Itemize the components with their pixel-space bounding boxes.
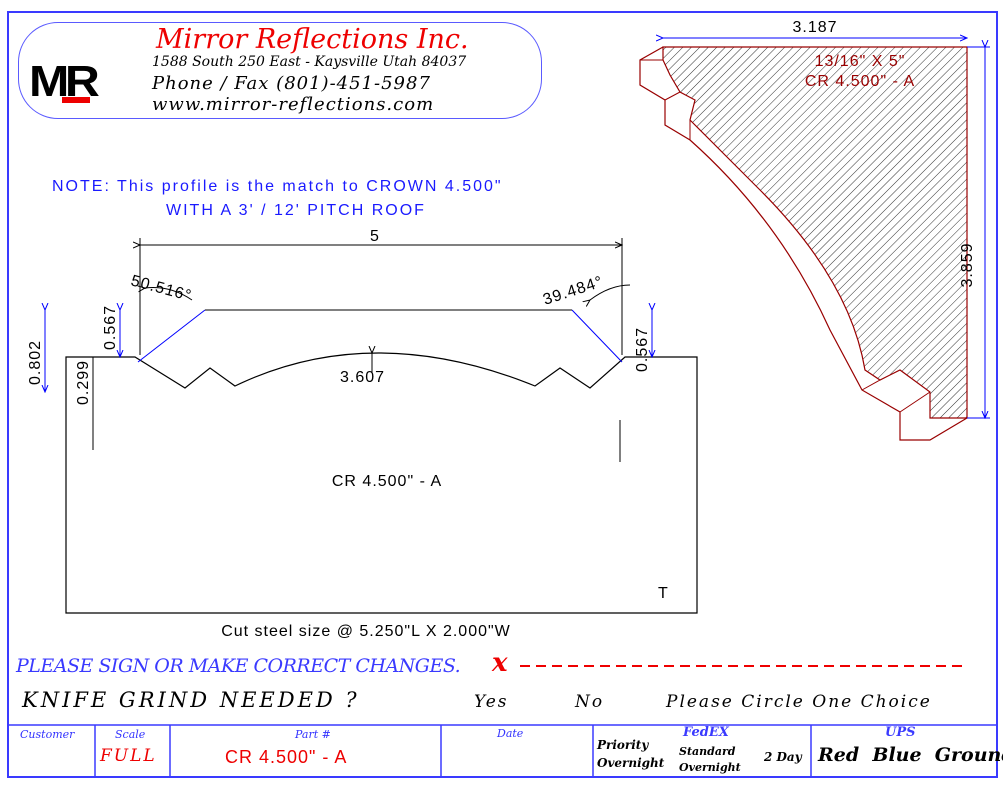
- part-label-header: Part #: [295, 728, 331, 741]
- depth-label: 3.607: [340, 369, 385, 386]
- customer-label: Customer: [20, 728, 75, 741]
- fedex-label: FedEX: [683, 725, 729, 740]
- company-website[interactable]: www.mirror-reflections.com: [152, 94, 435, 115]
- company-phone: Phone / Fax (801)-451-5987: [152, 73, 431, 94]
- company-address: 1588 South 250 East - Kaysville Utah 840…: [152, 54, 467, 70]
- corner-mark: T: [658, 585, 669, 602]
- knife-profile: [45, 238, 698, 614]
- title-block-grid: [8, 724, 997, 777]
- company-banner: [18, 22, 542, 119]
- note-line-1: NOTE: This profile is the match to CROWN…: [52, 178, 503, 195]
- fedex-standard-overnight[interactable]: Overnight: [679, 761, 741, 774]
- grind-instruction: Please Circle One Choice: [666, 692, 932, 712]
- part-value: CR 4.500" - A: [225, 747, 348, 767]
- part-label: CR 4.500" - A: [332, 473, 442, 490]
- crown-height-label: 3.859: [959, 242, 976, 287]
- company-logo: MR: [28, 57, 100, 106]
- grind-question: KNIFE GRIND NEEDED ?: [22, 688, 360, 712]
- left-567-label: 0.567: [102, 305, 119, 350]
- width-dim-label: 5: [370, 228, 380, 245]
- note-line-2: WITH A 3' / 12' PITCH ROOF: [166, 202, 426, 219]
- company-name: Mirror Reflections Inc.: [156, 24, 469, 55]
- fedex-2day[interactable]: 2 Day: [764, 750, 802, 764]
- crown-size-label: 13/16" X 5": [815, 53, 906, 70]
- left-height-label: 0.802: [27, 340, 44, 385]
- ups-options[interactable]: Red Blue Ground: [818, 744, 1003, 766]
- crown-width-label: 3.187: [792, 19, 837, 36]
- crown-molding-section: [639, 38, 990, 441]
- crown-part-label: CR 4.500" - A: [805, 73, 915, 90]
- fedex-standard[interactable]: Standard: [679, 745, 736, 758]
- left-299-label: 0.299: [75, 360, 92, 405]
- cut-size-label: Cut steel size @ 5.250"L X 2.000"W: [221, 623, 511, 640]
- fedex-priority[interactable]: Priority: [597, 738, 649, 752]
- sign-prompt: PLEASE SIGN OR MAKE CORRECT CHANGES.: [16, 655, 461, 677]
- sheet-border: [7, 11, 998, 778]
- sign-x-mark: x: [492, 648, 508, 678]
- grind-no[interactable]: No: [575, 692, 605, 712]
- date-label: Date: [497, 727, 524, 740]
- angle-left-label: 50.516°: [129, 272, 194, 305]
- scale-label: Scale: [115, 728, 146, 741]
- scale-value: FULL: [100, 746, 157, 766]
- ups-label: UPS: [885, 725, 916, 740]
- fedex-priority-overnight[interactable]: Overnight: [597, 756, 665, 770]
- right-567-label: 0.567: [634, 327, 651, 372]
- angle-right-label: 39.484°: [541, 273, 606, 308]
- grind-yes[interactable]: Yes: [474, 692, 509, 712]
